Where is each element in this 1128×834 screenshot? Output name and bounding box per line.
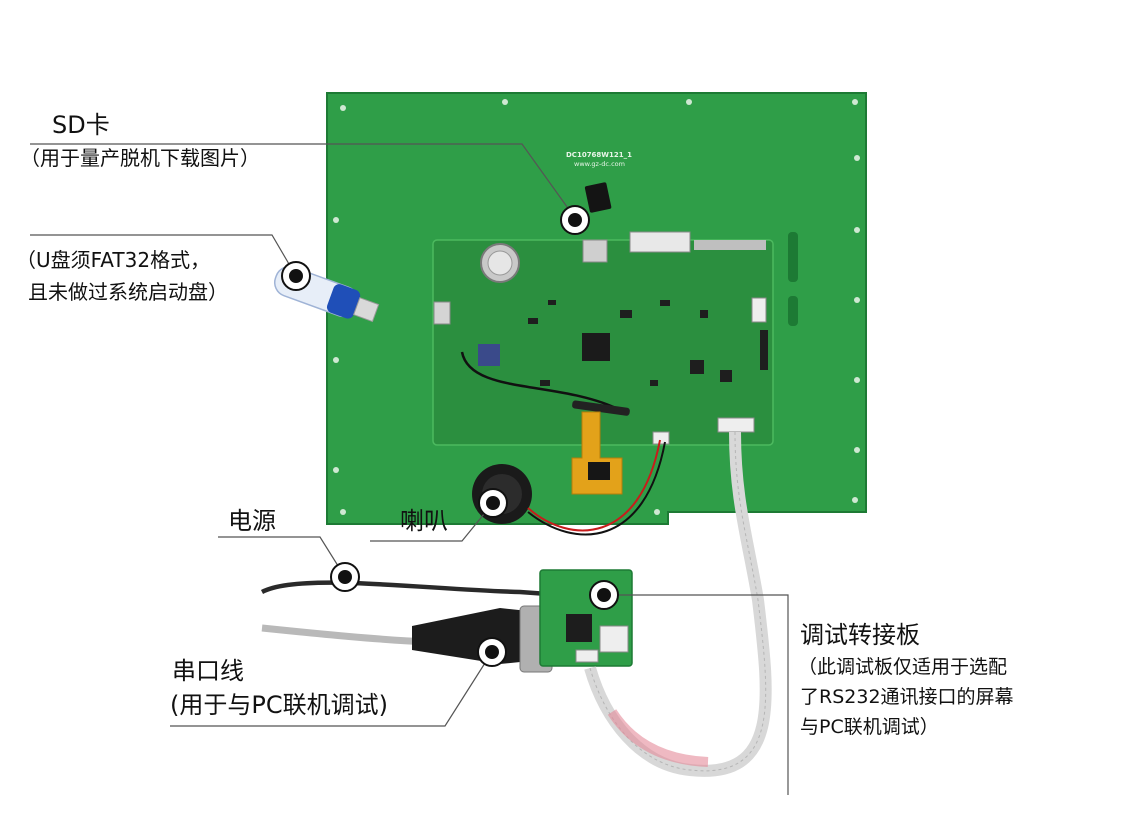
marker-serial	[477, 637, 507, 667]
leader-power	[218, 536, 346, 578]
leader-usb	[30, 234, 297, 277]
adapter-note-line2: 了RS232通讯接口的屏幕	[800, 686, 1014, 708]
speaker-wire-black	[527, 441, 666, 536]
serial-cable	[261, 624, 431, 646]
sd-card	[584, 182, 612, 213]
wifi-module	[478, 344, 500, 366]
lcd-connector	[629, 231, 691, 253]
smd-components	[528, 300, 768, 386]
usb-port	[433, 301, 451, 325]
pcb-url-marking: www.gz-dc.com	[574, 160, 625, 168]
power-cable	[260, 580, 549, 597]
mounting-holes	[333, 99, 860, 515]
serial-cable-description: (用于与PC联机调试)	[170, 691, 388, 719]
adapter-board-title: 调试转接板	[800, 621, 920, 649]
antenna-wire	[460, 351, 621, 412]
power-label: 电源	[228, 507, 276, 535]
marker-usb	[281, 261, 311, 291]
callout-markers	[281, 205, 619, 667]
main-chip	[582, 333, 610, 361]
marker-sd	[560, 205, 590, 235]
adapter-note-line3: 与PC联机调试）	[800, 716, 939, 738]
speaker-wire-red	[527, 439, 661, 532]
antenna	[572, 400, 630, 416]
wire-connector	[751, 297, 767, 323]
marker-power	[330, 562, 360, 592]
speaker-connector	[652, 431, 670, 445]
speaker-label: 喇叭	[400, 507, 448, 535]
adapter-note-line1: （此调试板仅适用于选配	[798, 656, 1008, 678]
sd-slot	[582, 239, 608, 263]
sd-card-title: SD卡	[52, 111, 110, 139]
board-slot	[788, 232, 798, 282]
leader-speaker	[370, 502, 494, 542]
serial-cable-title: 串口线	[172, 657, 244, 685]
usb-note-line1: （U盘须FAT32格式，	[16, 248, 211, 272]
usb-note-line2: 且未做过系统启动盘）	[28, 280, 228, 304]
leader-lines	[30, 143, 789, 795]
board-slot	[788, 296, 798, 326]
marker-speaker	[478, 488, 508, 518]
leader-serial	[170, 651, 493, 727]
leader-sd	[30, 143, 576, 219]
leader-adapter	[604, 594, 789, 795]
lcd-connector	[694, 240, 766, 250]
pcb-model-marking: DC10768W121_1	[566, 151, 632, 159]
debug-connector	[717, 417, 755, 433]
marker-adapter	[589, 580, 619, 610]
sd-card-description: （用于量产脱机下载图片）	[20, 146, 260, 170]
touch-chip	[588, 462, 610, 480]
db9-connector	[412, 608, 540, 664]
